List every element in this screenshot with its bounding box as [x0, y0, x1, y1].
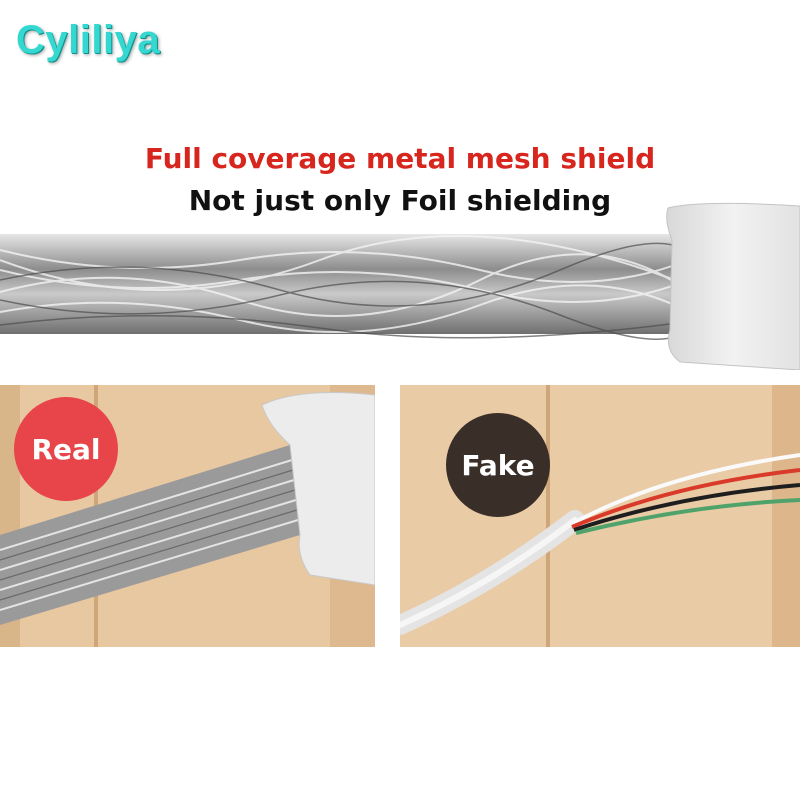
- headline-primary: Full coverage metal mesh shield: [144, 142, 656, 175]
- brand-logo: Cyliliya: [16, 18, 161, 62]
- headline-secondary: Not just only Foil shielding: [188, 184, 612, 217]
- fake-badge: Fake: [446, 413, 550, 517]
- real-badge: Real: [14, 397, 118, 501]
- braided-cable-image: [0, 200, 800, 370]
- fake-cable-photo: [400, 385, 800, 647]
